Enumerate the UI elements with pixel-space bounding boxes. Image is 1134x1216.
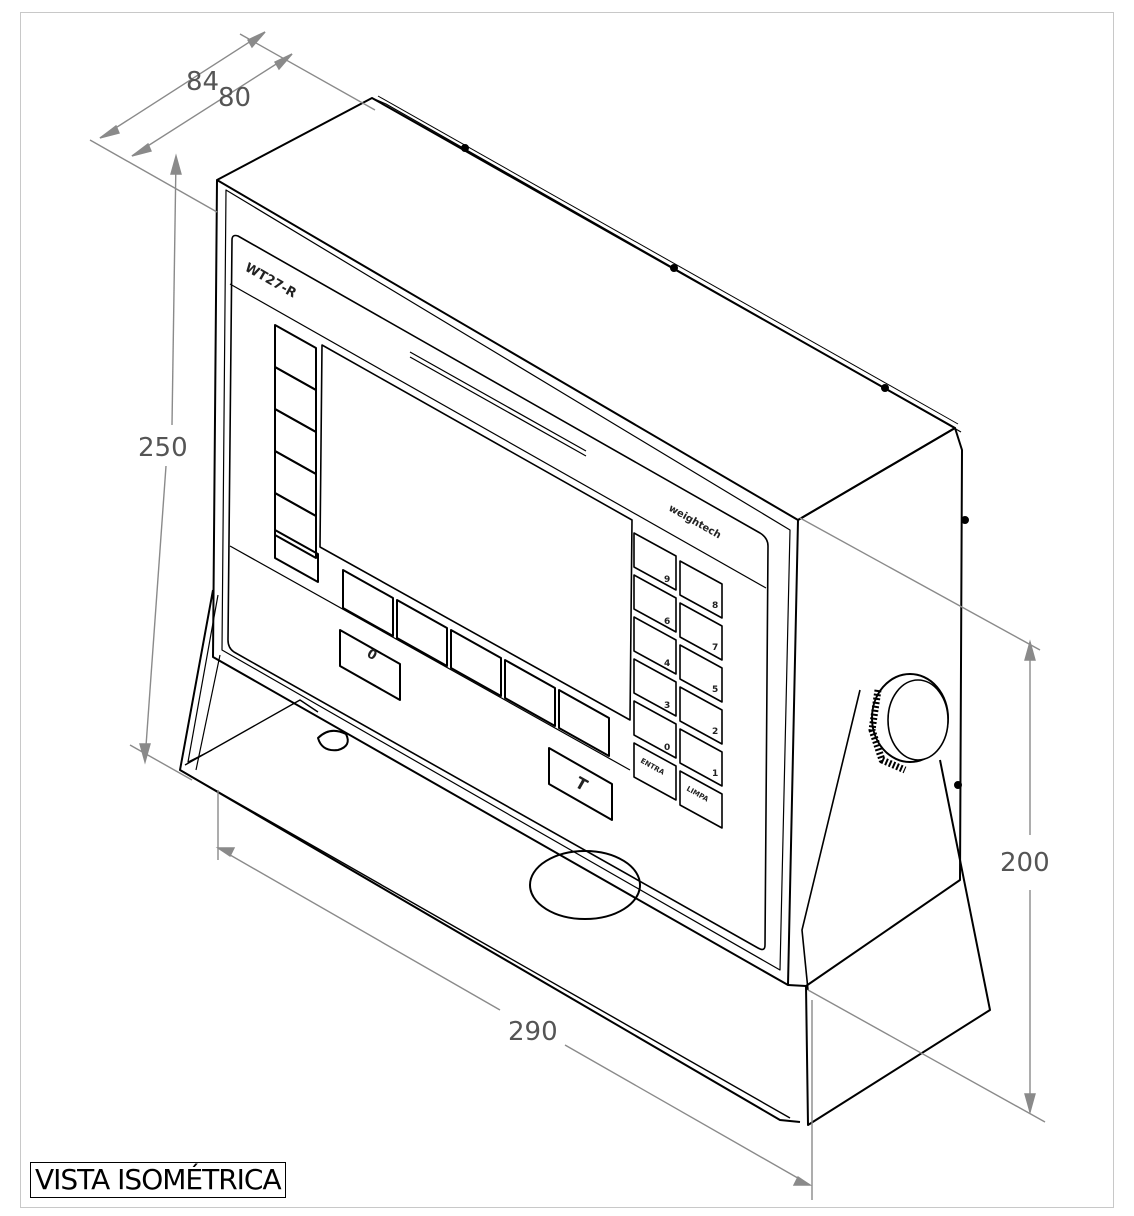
keypad-digit-left-2: 4 xyxy=(664,659,670,669)
mounting-knob xyxy=(868,673,949,774)
keypad-digit-labels: 9 6 4 3 0 8 7 5 2 1 xyxy=(664,575,718,779)
keypad-digit-left-1: 6 xyxy=(664,617,670,627)
zero-key-label: 0 xyxy=(364,646,379,664)
depth-inner-dimension-label: 80 xyxy=(218,83,251,113)
drawing-frame xyxy=(20,12,1114,1208)
view-title: VISTA ISOMÉTRICA xyxy=(30,1162,286,1198)
keypad-digit-left-3: 3 xyxy=(664,701,670,711)
front-bezel xyxy=(227,234,769,951)
clear-key-label: LIMPA xyxy=(685,785,710,804)
bottom-soft-keys xyxy=(342,569,610,757)
housing-top-face xyxy=(216,97,956,521)
keypad-digit-right-1: 7 xyxy=(712,643,718,653)
width-dimension-label: 290 xyxy=(508,1017,558,1047)
zero-button-outline xyxy=(339,629,401,701)
base-cable-hole xyxy=(529,850,641,920)
width-dimension-line-right xyxy=(564,1044,811,1186)
height-dimension-line-top xyxy=(171,157,177,426)
tare-button-outline xyxy=(548,747,613,821)
housing-right-face xyxy=(787,427,963,987)
keypad-digit-right-2: 5 xyxy=(712,685,718,695)
tare-key-label: T xyxy=(572,773,591,795)
height-dimension-line-bottom xyxy=(144,465,167,761)
enter-key-label: ENTRA xyxy=(639,757,666,777)
keypad-left-column xyxy=(633,532,677,801)
brand-label: weightech xyxy=(667,503,723,541)
base-height-dimension-label: 200 xyxy=(1000,848,1050,878)
left-soft-keys xyxy=(274,324,319,583)
keypad-digit-right-3: 2 xyxy=(712,727,718,737)
width-dimension-line-left xyxy=(217,847,501,1011)
keypad-digit-left-0: 9 xyxy=(664,575,670,585)
dimension-lines xyxy=(89,31,1046,1200)
keypad-digit-left-4: 0 xyxy=(664,743,670,753)
keypad-digit-right-0: 8 xyxy=(712,601,718,611)
keypad-digit-right-4: 1 xyxy=(712,769,718,779)
base-keyhole xyxy=(317,729,349,752)
stand-left-leg xyxy=(179,589,801,1123)
housing-front-face xyxy=(212,179,799,986)
display-window xyxy=(319,344,633,721)
depth-outer-line xyxy=(99,31,266,139)
depth-inner-line xyxy=(131,53,293,157)
device-body xyxy=(179,95,991,1126)
keypad-right-column xyxy=(679,560,723,829)
depth-outer-dimension-label: 84 xyxy=(186,67,219,97)
stand-right-leg xyxy=(805,759,991,1126)
height-dimension-label: 250 xyxy=(138,433,188,463)
